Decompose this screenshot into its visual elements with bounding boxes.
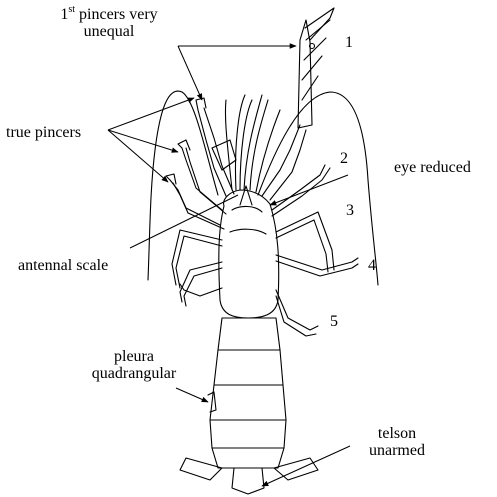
leg-number-3: 3 (346, 202, 354, 219)
abdomen (208, 318, 286, 468)
antennules (225, 95, 280, 192)
tail-fan (180, 458, 318, 494)
label-pincers-unequal: 1st pincers very unequal (34, 6, 184, 40)
leader-true-pincers-1 (108, 98, 194, 130)
label-eye-reduced: eye reduced (394, 159, 471, 176)
leg-number-1: 1 (345, 34, 353, 51)
label-true-pincers: true pincers (6, 124, 81, 141)
leader-true-pincers-2 (108, 130, 178, 152)
small-claw (196, 98, 236, 196)
leg-number-2: 2 (340, 150, 348, 167)
leader-pleura (176, 388, 208, 402)
label-pleura-quadrangular: pleura quadrangular (74, 348, 194, 382)
leader-telson (262, 446, 350, 486)
label-antennal-scale: antennal scale (18, 257, 108, 274)
leader-eye-reduced (270, 175, 348, 205)
leader-true-pincers-3 (108, 130, 168, 182)
carapace (219, 190, 279, 318)
right-walking-legs (180, 165, 358, 336)
leg-number-5: 5 (330, 313, 338, 330)
leg-number-4: 4 (368, 257, 376, 274)
large-claw (262, 8, 334, 200)
label-telson-unarmed: telson unarmed (352, 425, 442, 459)
